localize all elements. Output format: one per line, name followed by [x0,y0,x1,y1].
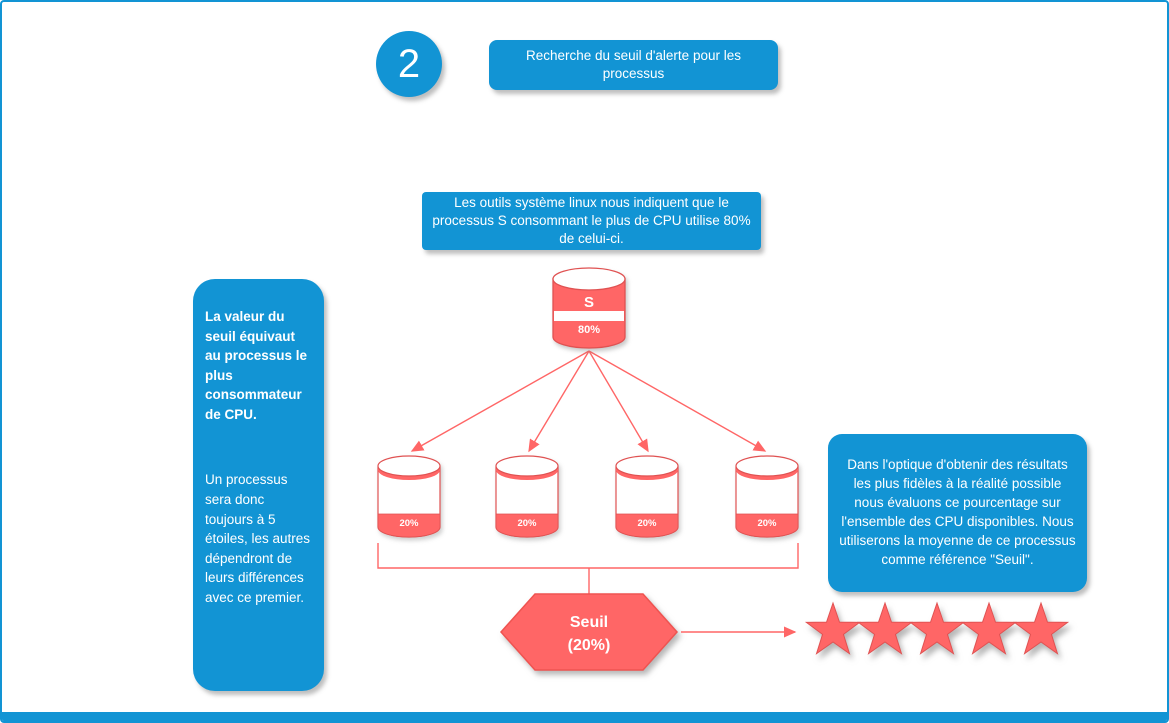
process-s-label: S [584,294,594,311]
step-title: Recherche du seuil d'alerte pour les pro… [489,40,778,90]
fill-gap-band [554,311,624,321]
star-icon [857,602,913,655]
cpu-cylinder-4: 20% [735,455,799,538]
cpu-arrows [410,350,767,453]
cpu-1-value: 20% [399,518,419,529]
seuil-hexagon: Seuil (20%) [499,593,679,671]
star-icon [1013,602,1069,655]
process-s-cylinder: S 80% [552,267,626,349]
step-number: 2 [397,41,421,86]
star-rating [805,602,1069,655]
star-icon [909,602,965,655]
linux-tools-note: Les outils système linux nous indiquent … [422,192,761,250]
cpu-cylinder-3: 20% [615,455,679,538]
cpu-2-value: 20% [517,518,537,529]
threshold-explanation-heading: La valeur du seuil équivaut au processus… [205,309,308,422]
seuil-value: (20%) [568,637,611,654]
arrow-to-cpu-2 [528,350,590,453]
average-explanation-panel: Dans l'optique d'obtenir des résultats l… [828,434,1087,592]
star-icon [961,602,1017,655]
cpu-3-value: 20% [637,518,657,529]
star-icon [805,602,861,655]
bottom-border-bar [2,712,1167,721]
threshold-explanation-panel: La valeur du seuil équivaut au processus… [193,279,324,691]
seuil-label: Seuil [570,614,608,631]
linux-tools-note-text: Les outils système linux nous indiquent … [432,194,751,247]
average-explanation-text: Dans l'optique d'obtenir des résultats l… [839,457,1076,567]
cpu-cylinder-1: 20% [377,455,441,538]
cylinder-top [552,267,626,291]
process-s-value: 80% [578,324,600,336]
threshold-explanation-body: Un processus sera donc toujours à 5 étoi… [205,472,311,605]
arrow-to-cpu-1 [410,350,590,452]
cpu-cylinder-2: 20% [495,455,559,538]
step-title-text: Recherche du seuil d'alerte pour les pro… [526,47,741,81]
step-number-badge: 2 [376,31,442,97]
cpu-4-value: 20% [757,518,777,529]
bracket-connector [377,543,799,594]
arrow-to-cpu-4 [588,350,767,452]
arrow-to-cpu-3 [588,350,649,453]
